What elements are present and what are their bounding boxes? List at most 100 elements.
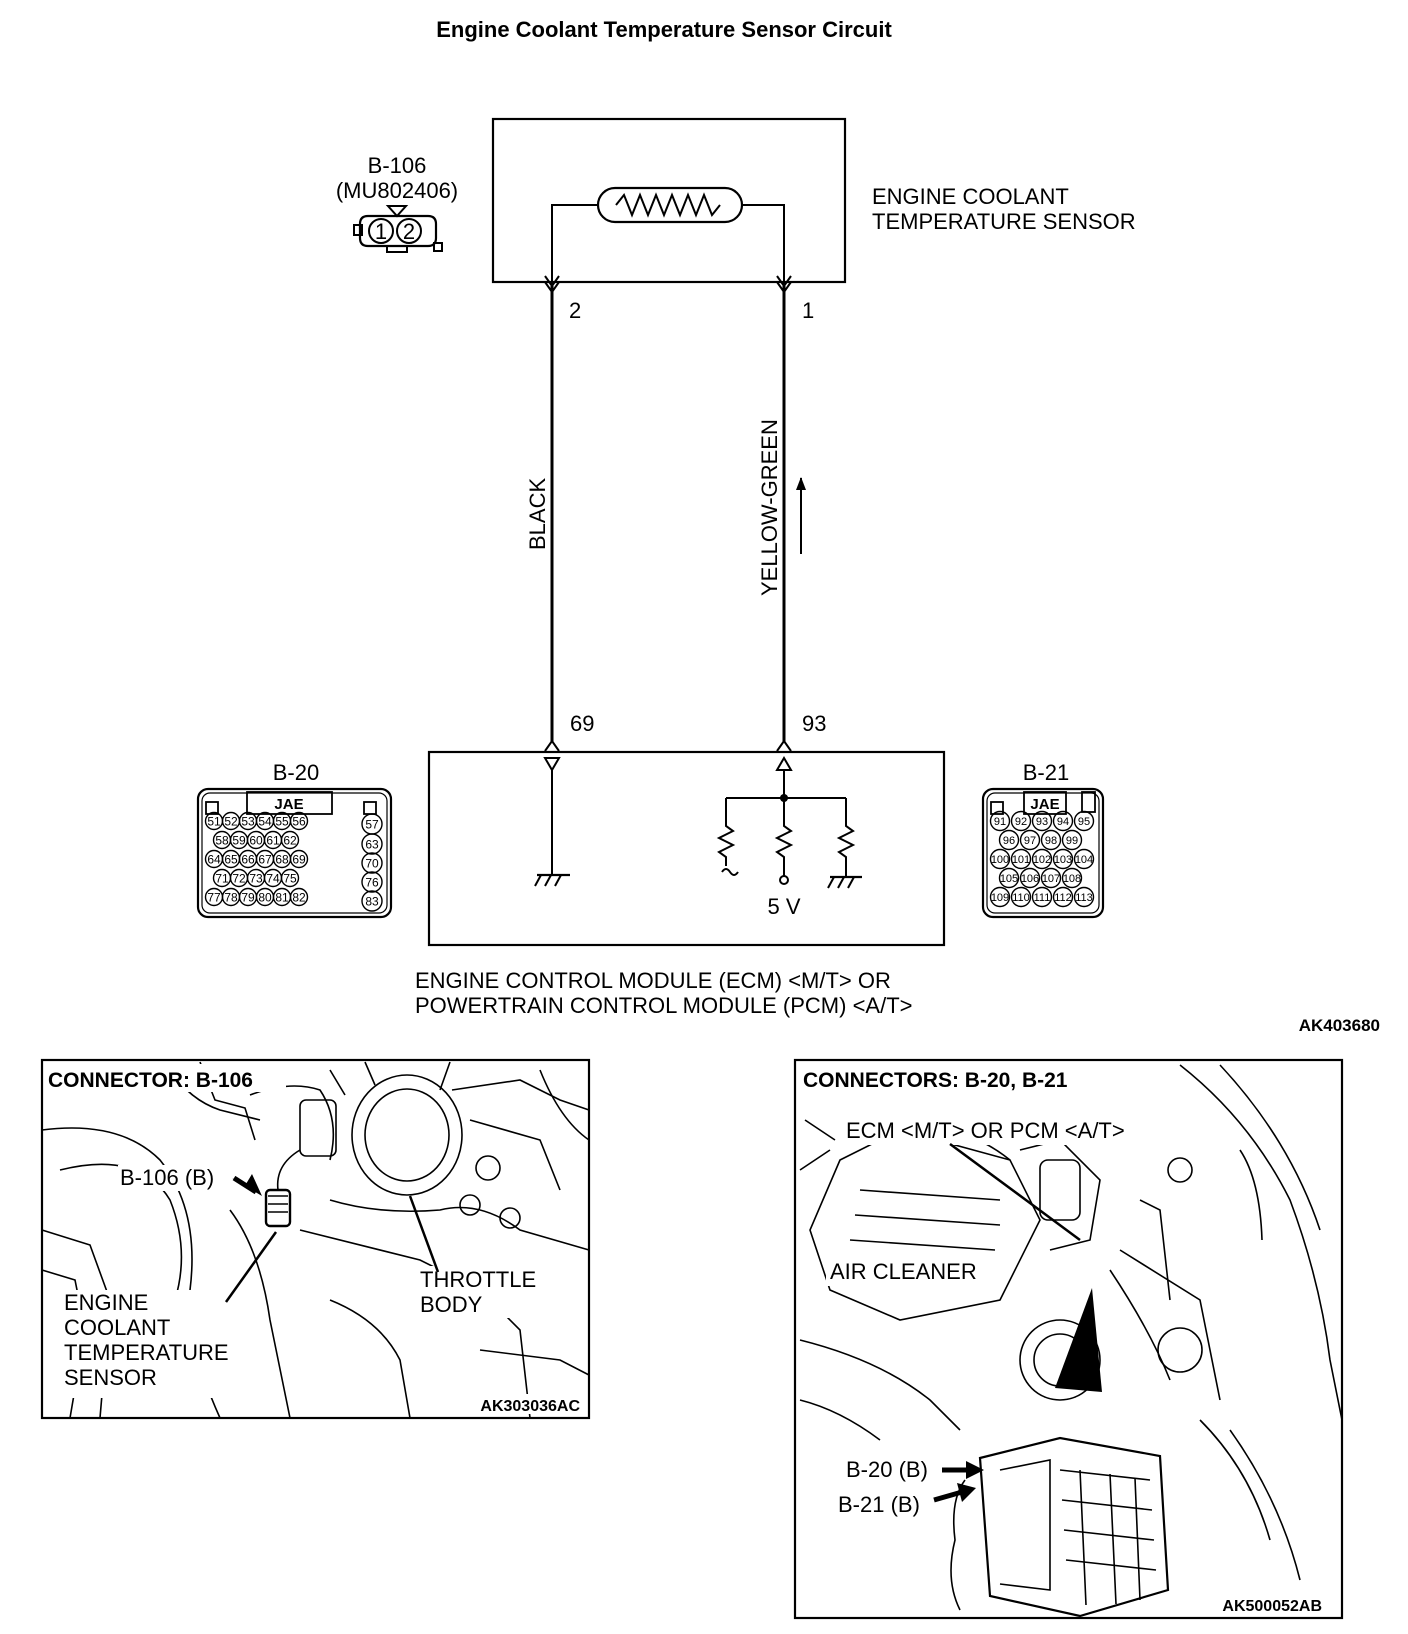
connector-pin-number: 110 xyxy=(1012,892,1030,904)
connector-pin xyxy=(1019,867,1041,889)
connector-pin-number: 96 xyxy=(1003,835,1015,847)
connector-pin-number: 52 xyxy=(224,814,238,828)
connector-pin xyxy=(1052,848,1074,870)
connector-pin-number: 63 xyxy=(365,837,379,851)
connector-pin xyxy=(1052,810,1074,832)
connector-pin xyxy=(1019,829,1041,851)
resistor-center xyxy=(774,798,794,885)
ground-symbol xyxy=(534,873,570,887)
connector-b20-maker: JAE xyxy=(274,796,303,813)
connector-pin-number: 92 xyxy=(1015,816,1027,828)
connector-pin xyxy=(1073,810,1095,832)
diagram-code: AK403680 xyxy=(1299,1016,1380,1035)
air-cleaner-line-art xyxy=(799,1064,1343,1618)
connector-pin-number: 101 xyxy=(1012,854,1030,866)
arrow-icon xyxy=(933,1483,976,1503)
connector-pin-number: 64 xyxy=(207,852,221,866)
connector-pin-number: 72 xyxy=(232,871,246,885)
connector-pin-number: 112 xyxy=(1054,892,1072,904)
connector-pin-number: 100 xyxy=(991,854,1009,866)
connector-pin-number: 69 xyxy=(292,852,306,866)
connector-pin-number: 58 xyxy=(215,833,229,847)
connector-pin xyxy=(361,852,383,874)
connector-b20-id: B-20 xyxy=(273,760,319,785)
connector-pin-number: 67 xyxy=(258,852,272,866)
connector-pin xyxy=(1031,848,1053,870)
connector-pin-number: 74 xyxy=(266,871,280,885)
connector-pin xyxy=(989,810,1011,832)
sensor-label-line2: TEMPERATURE SENSOR xyxy=(872,209,1136,234)
connector-pin xyxy=(1031,810,1053,832)
connector-pin-number: 94 xyxy=(1057,816,1069,828)
photo-left-code: AK303036AC xyxy=(480,1398,580,1415)
connector-pin-number: 57 xyxy=(365,817,379,831)
connector-pin xyxy=(361,871,383,893)
connector-pin-number: 62 xyxy=(283,833,297,847)
sensor-label-line1: ENGINE COOLANT xyxy=(872,184,1069,209)
connector-pin-number: 83 xyxy=(365,894,379,908)
connector-b21-maker: JAE xyxy=(1030,796,1059,813)
sensor-pin1-label: 1 xyxy=(375,219,387,244)
connector-pin-number: 91 xyxy=(994,816,1006,828)
connector-pin-number: 78 xyxy=(224,890,238,904)
connector-pin xyxy=(280,830,300,850)
connector-pin-number: 73 xyxy=(249,871,263,885)
connector-pin xyxy=(1010,886,1032,908)
photo-left-throttle-line1: THROTTLE xyxy=(420,1267,536,1292)
connector-pin-number: 105 xyxy=(1000,873,1018,885)
photo-left-heading: CONNECTOR: B-106 xyxy=(48,1069,253,1092)
sensor-connector-icon: 1 2 xyxy=(353,205,443,253)
connector-pin xyxy=(1040,829,1062,851)
connector-pin xyxy=(989,848,1011,870)
connector-pin xyxy=(1010,810,1032,832)
connector-pin-number: 97 xyxy=(1024,835,1036,847)
ecm-label-line2: POWERTRAIN CONTROL MODULE (PCM) <A/T> xyxy=(415,993,913,1018)
connector-pin-number: 59 xyxy=(232,833,246,847)
photo-right-callout-b21: B-21 (B) xyxy=(838,1492,920,1517)
thermistor-symbol xyxy=(596,186,744,224)
connector-pin-number: 111 xyxy=(1034,892,1051,904)
connector-pin xyxy=(989,886,1011,908)
connector-pin-number: 104 xyxy=(1075,854,1093,866)
connector-pin-number: 82 xyxy=(292,890,306,904)
connector-pin-number: 79 xyxy=(241,890,255,904)
connector-pin-number: 102 xyxy=(1033,854,1051,866)
photo-right-callout-air: AIR CLEANER xyxy=(830,1259,977,1284)
connector-pin-number: 61 xyxy=(266,833,280,847)
connector-pin xyxy=(1010,848,1032,870)
connector-pin-number: 113 xyxy=(1075,892,1093,904)
connector-pin-number: 76 xyxy=(365,875,379,889)
connector-pin-number: 75 xyxy=(283,871,297,885)
photo-right-heading: CONNECTORS: B-20, B-21 xyxy=(803,1069,1068,1092)
connector-pin-number: 51 xyxy=(207,814,221,828)
wire-right-ecm-pin: 93 xyxy=(802,711,826,736)
connector-pin-number: 103 xyxy=(1054,854,1072,866)
wire-yellow-green xyxy=(776,281,792,742)
connector-pin-number: 60 xyxy=(249,833,263,847)
photo-left-callout-connector: B-106 (B) xyxy=(120,1165,214,1190)
signal-direction-arrow xyxy=(796,477,806,554)
connector-pin xyxy=(1052,886,1074,908)
connector-pin-number: 70 xyxy=(365,856,379,870)
wire-left-ecm-pin: 69 xyxy=(570,711,594,736)
connector-pin-number: 80 xyxy=(258,890,272,904)
sensor-box xyxy=(491,117,847,288)
sensor-part-number: (MU802406) xyxy=(336,178,458,203)
connector-pin-number: 77 xyxy=(207,890,221,904)
photo-left-sensor-line2: COOLANT xyxy=(64,1315,170,1340)
connector-pin-number: 107 xyxy=(1042,873,1060,885)
connector-pin-number: 66 xyxy=(241,852,255,866)
photo-left-sensor-line4: SENSOR xyxy=(64,1365,157,1390)
connector-pin-number: 106 xyxy=(1021,873,1039,885)
connector-pin-number: 95 xyxy=(1078,816,1090,828)
connector-pin xyxy=(1061,867,1083,889)
connector-pin-number: 54 xyxy=(258,814,272,828)
connector-b21-id: B-21 xyxy=(1023,760,1069,785)
connector-pin xyxy=(1040,867,1062,889)
connector-pin-number: 65 xyxy=(224,852,238,866)
resistor-left xyxy=(716,798,739,876)
